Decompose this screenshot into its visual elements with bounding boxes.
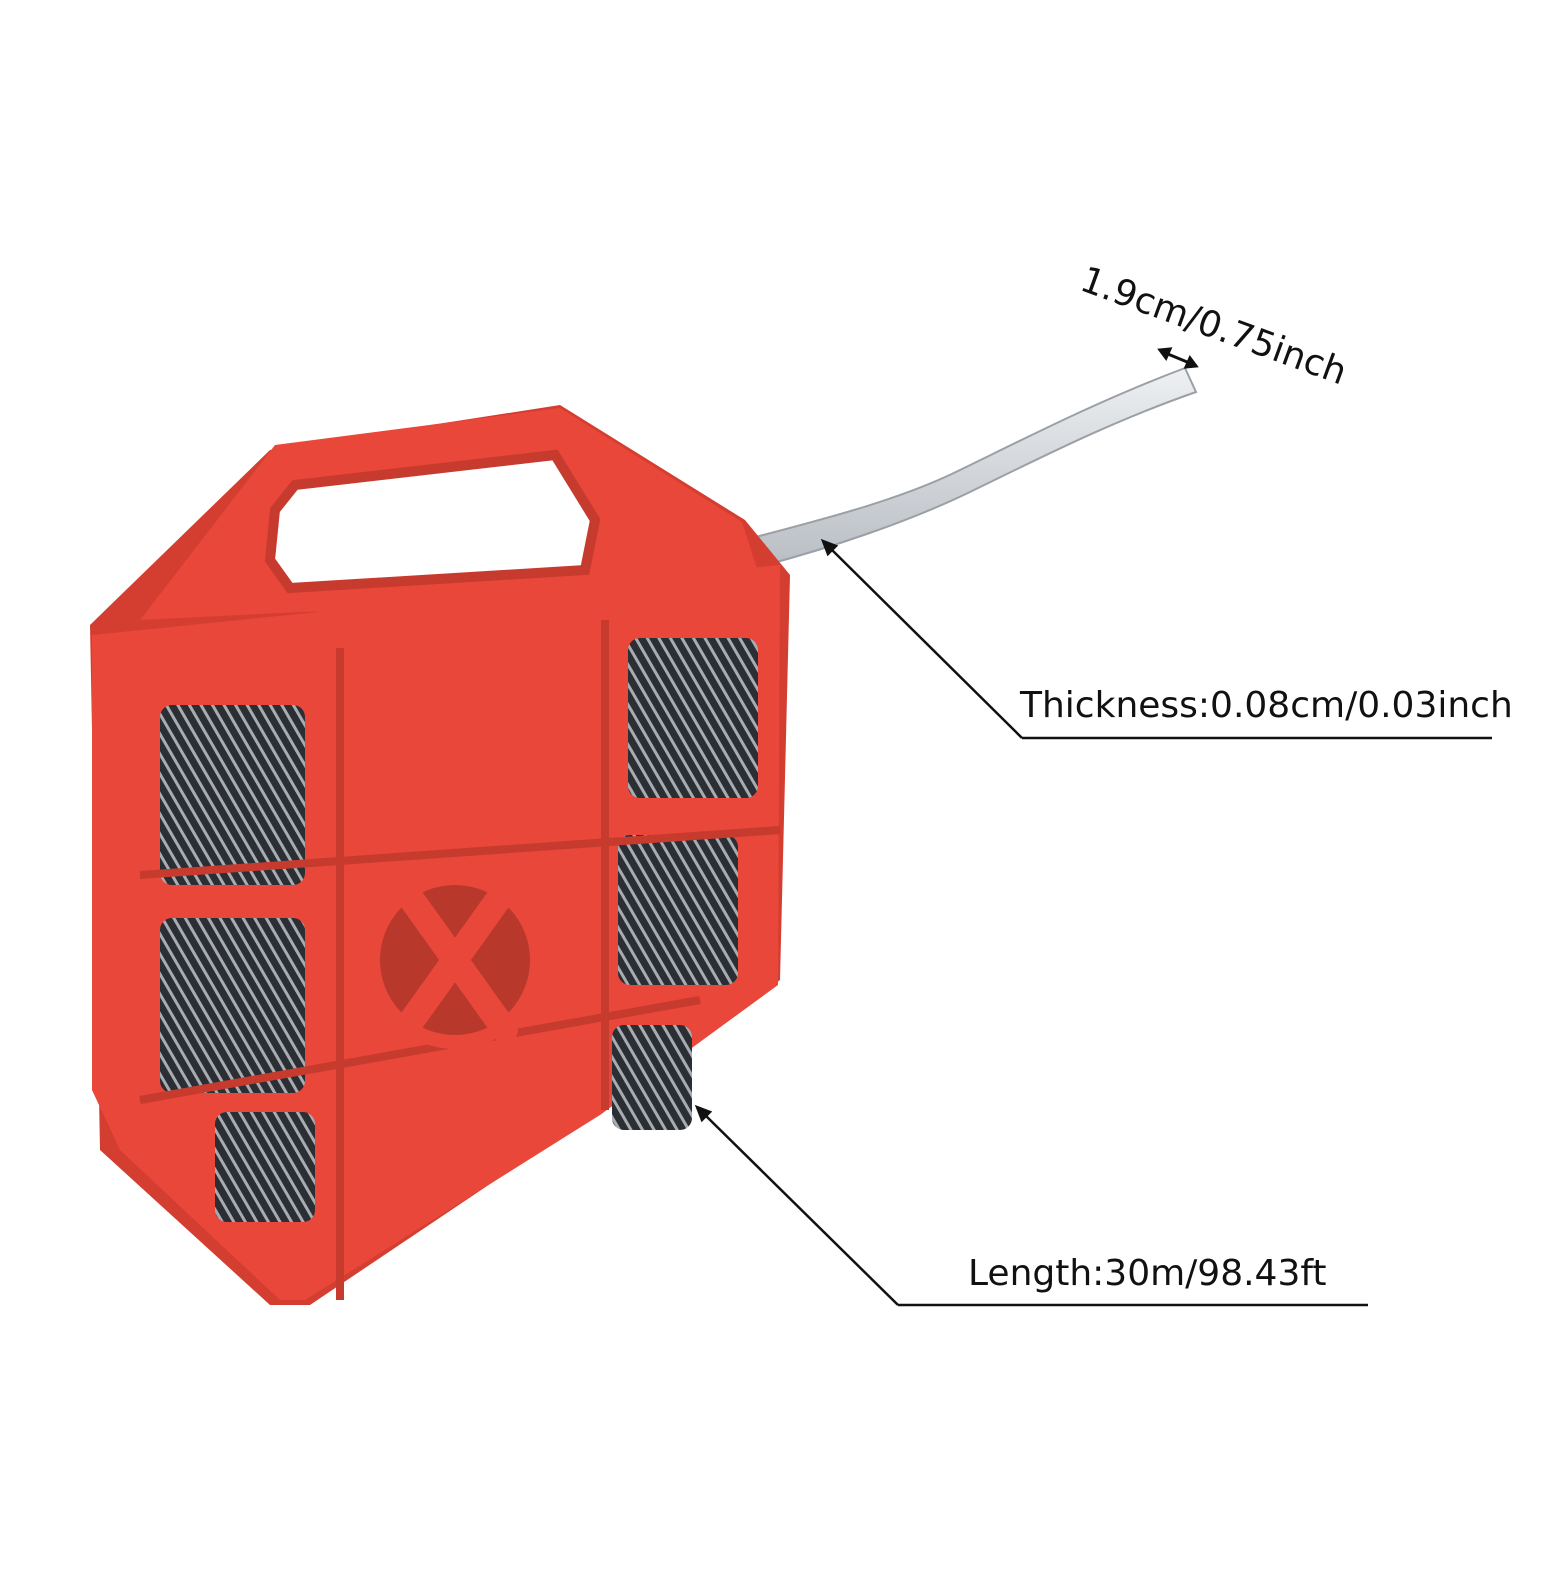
coil-window xyxy=(612,1025,692,1130)
handle-opening xyxy=(264,449,601,594)
coil-window xyxy=(160,918,305,1093)
length-label: Length:30m/98.43ft xyxy=(968,1253,1327,1294)
coil-window xyxy=(215,1112,315,1222)
thickness-label: Thickness:0.08cm/0.03inch xyxy=(1020,685,1513,726)
coil-window xyxy=(160,705,305,885)
width-dimension-arrow xyxy=(1157,347,1199,369)
case-ribs xyxy=(139,620,781,1300)
steel-strap xyxy=(750,366,1198,568)
coil-window xyxy=(628,638,758,798)
length-leader-line xyxy=(694,1104,1368,1307)
hub-x-mark xyxy=(392,877,518,1043)
coil-window xyxy=(618,835,738,985)
thickness-leader-line xyxy=(820,538,1492,740)
